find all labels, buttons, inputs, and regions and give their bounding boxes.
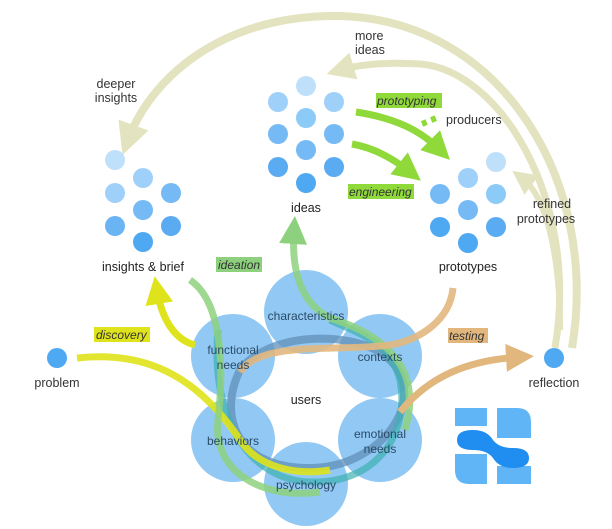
facet-label-behaviors: behaviors (207, 434, 259, 448)
dot (430, 184, 450, 204)
prototypes-to-users-arc (237, 287, 457, 375)
producers-label: producers (446, 113, 502, 127)
reflection-dot[interactable] (544, 348, 564, 368)
dot (133, 232, 153, 252)
feedback-arcs (118, 11, 581, 349)
ideas-label: ideas (291, 201, 321, 215)
problem-label: problem (34, 376, 79, 390)
dot (296, 108, 316, 128)
prototypes-label: prototypes (439, 260, 497, 274)
ideation-tag: ideation (216, 257, 262, 272)
dot (430, 217, 450, 237)
discovery-to-insights-arrow (145, 276, 197, 349)
dot (268, 157, 288, 177)
dot (133, 200, 153, 220)
insights-label: insights & brief (102, 260, 185, 274)
dot (486, 152, 506, 172)
more-ideas-label-2: ideas (355, 43, 385, 57)
deeper-insights-label-2: insights (95, 91, 137, 105)
dot (486, 217, 506, 237)
engineering-arrow (351, 140, 421, 181)
ideation-arrow-out (279, 216, 414, 432)
reflection-label: reflection (529, 376, 580, 390)
prototyping-arrow (355, 108, 450, 160)
testing-arrow (397, 343, 534, 415)
deeper-insights-arc (118, 11, 581, 349)
dot (296, 140, 316, 160)
facet-label-emotional-needs-2: needs (364, 442, 397, 456)
dot (486, 184, 506, 204)
users-label: users (291, 393, 322, 407)
discovery-arrow (76, 353, 331, 476)
dot (161, 216, 181, 236)
dot (324, 124, 344, 144)
prototyping-tag: prototyping (376, 93, 442, 108)
facet-label-characteristics: characteristics (268, 309, 345, 323)
facet-label-contexts: contexts (358, 350, 403, 364)
more-ideas-label-1: more (355, 29, 384, 43)
dot (324, 157, 344, 177)
deeper-insights-label-1: deeper (97, 77, 136, 91)
problem-dot[interactable] (47, 348, 67, 368)
ideation-tag-text: ideation (218, 258, 260, 272)
refined-prototypes-arc (512, 170, 563, 331)
dot (458, 200, 478, 220)
engineering-tag-text: engineering (349, 185, 412, 199)
dot (161, 183, 181, 203)
insights-cluster[interactable] (105, 150, 181, 252)
refined-prototypes-label-1: refined (533, 197, 571, 211)
facet-label-emotional-needs-1: emotional (354, 427, 406, 441)
prototyping-tag-text: prototyping (376, 94, 437, 108)
dot (458, 233, 478, 253)
dot (296, 173, 316, 193)
prototypes-cluster[interactable] (430, 152, 506, 253)
dot (133, 168, 153, 188)
facet-label-psychology: psychology (276, 478, 336, 492)
process-arrows (76, 108, 534, 497)
ideation-arrow-in (187, 277, 321, 497)
producers-dashes (420, 115, 438, 127)
testing-tag-text: testing (449, 329, 485, 343)
facet-circle-functional-needs[interactable] (191, 314, 275, 398)
dot (268, 92, 288, 112)
dot (105, 216, 125, 236)
ideas-cluster[interactable] (268, 76, 344, 193)
dot (324, 92, 344, 112)
discovery-tag: discovery (94, 327, 150, 342)
facet-circle-characteristics[interactable] (264, 270, 348, 354)
dot (268, 124, 288, 144)
testing-tag: testing (448, 328, 488, 343)
dot (296, 76, 316, 96)
facet-label-functional-needs-1: functional (207, 343, 258, 357)
engineering-tag: engineering (348, 184, 414, 199)
discovery-tag-text: discovery (96, 328, 148, 342)
ss-logo (455, 408, 531, 484)
refined-prototypes-label-2: prototypes (517, 212, 575, 226)
facet-label-functional-needs-2: needs (217, 358, 250, 372)
dot (458, 168, 478, 188)
dot (105, 150, 125, 170)
dot (105, 183, 125, 203)
